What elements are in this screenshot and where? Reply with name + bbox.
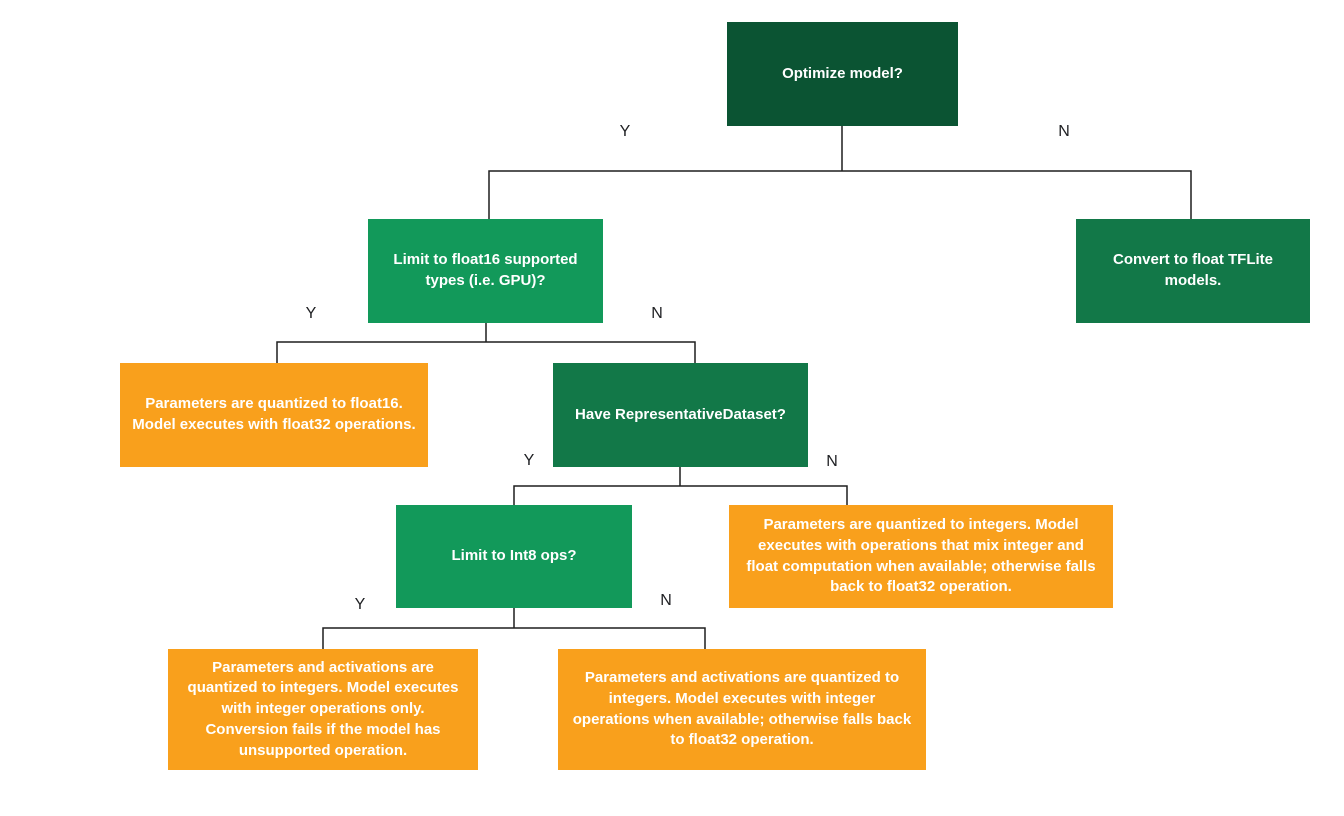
edge-label-optimize-no: N xyxy=(1058,123,1070,140)
edge-label-float16-yes: Y xyxy=(305,305,317,322)
edge-label-dataset-no: N xyxy=(826,453,838,470)
connector-float16-branch xyxy=(276,323,696,363)
edge-label-int8-no: N xyxy=(660,592,672,609)
node-result-params-float16: Parameters are quantized to float16. Mod… xyxy=(120,363,428,467)
node-have-representative-dataset: Have RepresentativeDataset? xyxy=(553,363,808,467)
node-limit-float16: Limit to float16 supported types (i.e. G… xyxy=(368,219,603,323)
edge-label-float16-no: N xyxy=(651,305,663,322)
edge-label-optimize-yes: Y xyxy=(619,123,631,140)
node-result-params-integer-fallback: Parameters and activations are quantized… xyxy=(558,649,926,770)
connector-int8-branch xyxy=(322,608,706,649)
connector-optimize-branch xyxy=(488,126,1192,219)
node-result-params-integer-only: Parameters and activations are quantized… xyxy=(168,649,478,770)
node-convert-float-tflite: Convert to float TFLite models. xyxy=(1076,219,1310,323)
edge-label-int8-yes: Y xyxy=(354,596,366,613)
node-result-params-integer-mix: Parameters are quantized to integers. Mo… xyxy=(729,505,1113,608)
connector-dataset-branch xyxy=(513,467,848,505)
node-optimize-model: Optimize model? xyxy=(727,22,958,126)
node-limit-int8-ops: Limit to Int8 ops? xyxy=(396,505,632,608)
edge-label-dataset-yes: Y xyxy=(523,452,535,469)
